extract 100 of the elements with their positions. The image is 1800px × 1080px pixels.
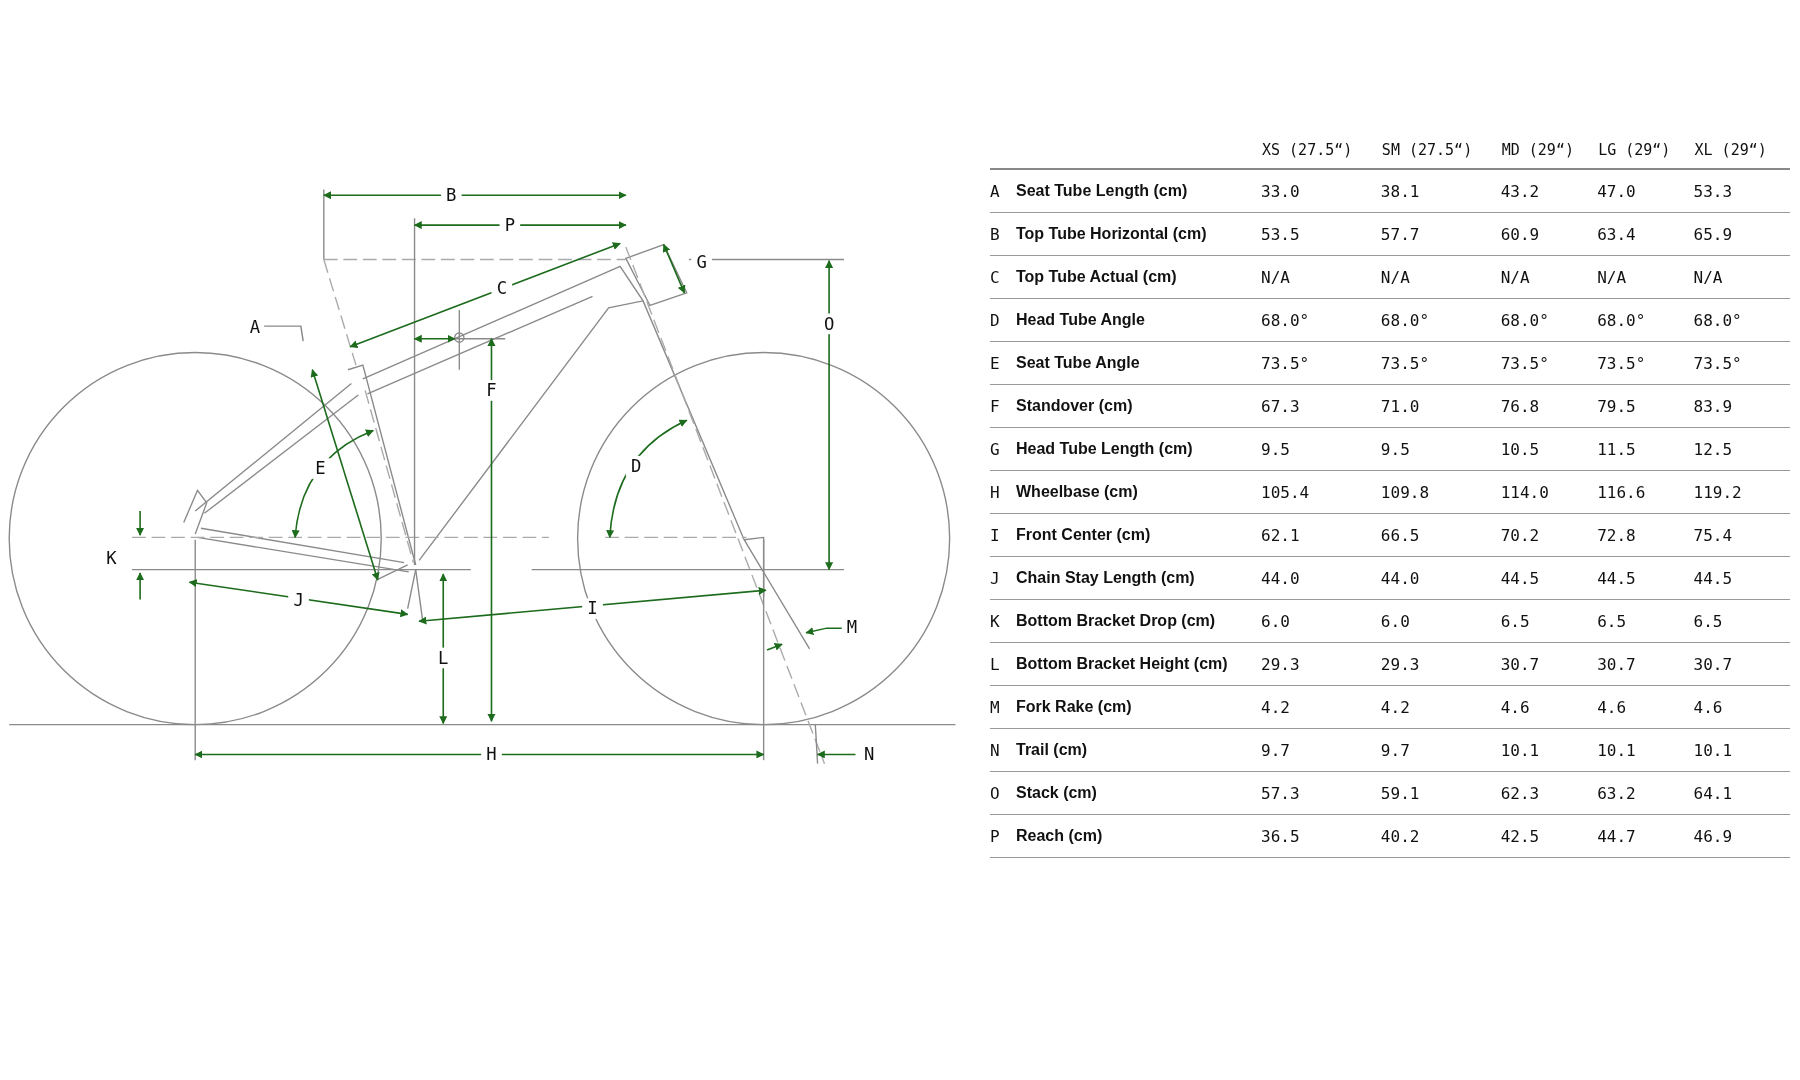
measurement-value: 30.7	[1500, 654, 1540, 674]
measurement-name: Fork Rake (cm)	[1016, 698, 1132, 715]
measurement-value: 109.8	[1380, 482, 1430, 502]
measurement-value: 9.7	[1261, 740, 1290, 760]
row-letter: L	[990, 654, 1000, 674]
measurement-name: Head Tube Angle	[1016, 311, 1145, 328]
measurement-value: 105.4	[1261, 482, 1310, 502]
measurement-value: 62.3	[1500, 783, 1540, 803]
measurement-value: 44.7	[1597, 826, 1636, 846]
measurement-value: 119.2	[1693, 482, 1742, 502]
measurement-value: 68.0°	[1597, 310, 1646, 330]
column-header: XS (27.5“)	[1261, 132, 1381, 169]
measurement-name: Head Tube Length (cm)	[1016, 440, 1193, 457]
measurement-value: 36.5	[1261, 826, 1300, 846]
measurement-value: 11.5	[1597, 439, 1636, 459]
measurement-value: 63.2	[1597, 783, 1636, 803]
dimension-letter: P	[504, 214, 516, 235]
row-letter: A	[990, 181, 1000, 201]
measurement-value: 73.5°	[1500, 353, 1549, 373]
dimension-letter: O	[823, 313, 835, 334]
row-letter: P	[990, 826, 1000, 846]
measurement-value: 30.7	[1693, 654, 1733, 674]
column-header: XL (29“)	[1693, 132, 1790, 169]
measurement-value: 83.9	[1693, 396, 1733, 416]
measurement-name: Top Tube Horizontal (cm)	[1016, 225, 1207, 242]
measurement-value: 71.0	[1380, 396, 1420, 416]
measurement-name: Seat Tube Length (cm)	[1016, 182, 1188, 199]
dimension-letter: M	[846, 616, 858, 637]
measurement-value: 6.0	[1261, 611, 1290, 631]
measurement-value: 53.5	[1261, 224, 1300, 244]
column-header: SM (27.5“)	[1380, 132, 1501, 169]
measurement-value: 75.4	[1693, 525, 1733, 545]
measurement-value: 38.1	[1380, 181, 1420, 201]
measurement-value: 42.5	[1500, 826, 1540, 846]
row-letter: H	[990, 482, 1000, 502]
measurement-value: 4.2	[1261, 697, 1290, 717]
measurement-value: 65.9	[1693, 224, 1733, 244]
measurement-value: 44.0	[1380, 568, 1420, 588]
row-letter: J	[990, 568, 1000, 588]
measurement-value: 57.3	[1261, 783, 1300, 803]
measurement-value: 63.4	[1597, 224, 1636, 244]
measurement-value: 44.5	[1693, 568, 1733, 588]
dimension-letter: B	[446, 184, 457, 205]
measurement-value: N/A	[1500, 267, 1530, 287]
dimension-letter: L	[438, 647, 449, 668]
measurement-value: 44.0	[1261, 568, 1300, 588]
row-letter: D	[990, 310, 1000, 330]
row-letter: E	[990, 353, 1000, 373]
measurement-value: N/A	[1693, 267, 1723, 287]
measurement-value: 60.9	[1500, 224, 1540, 244]
measurement-value: 62.1	[1261, 525, 1300, 545]
measurement-value: 10.1	[1597, 740, 1636, 760]
measurement-value: 6.5	[1693, 611, 1723, 631]
measurement-name: Standover (cm)	[1016, 397, 1133, 414]
dimension-letter: F	[486, 380, 497, 401]
row-letter: M	[990, 697, 1000, 717]
measurement-value: 68.0°	[1261, 310, 1310, 330]
measurement-value: 68.0°	[1693, 310, 1742, 330]
dimension-letter: C	[496, 277, 507, 298]
dimension-letter: A	[249, 317, 261, 337]
row-letter: F	[990, 396, 1000, 416]
measurement-value: 10.5	[1500, 439, 1540, 459]
measurement-value: 29.3	[1380, 654, 1420, 674]
measurement-value: 67.3	[1261, 396, 1300, 416]
row-letter: G	[990, 439, 1000, 459]
leader-arrow	[805, 627, 843, 636]
measurement-value: N/A	[1597, 267, 1627, 287]
measurement-value: 12.5	[1693, 439, 1733, 459]
measurement-value: 59.1	[1380, 783, 1420, 803]
measurement-value: 44.5	[1597, 568, 1636, 588]
dimension-letter: H	[486, 744, 497, 765]
row-letter: I	[990, 525, 1000, 545]
measurement-value: 79.5	[1597, 396, 1636, 416]
measurement-name: Chain Stay Length (cm)	[1016, 569, 1195, 586]
measurement-value: 4.6	[1500, 697, 1530, 717]
measurement-value: 68.0°	[1380, 310, 1430, 330]
column-header: LG (29“)	[1597, 132, 1694, 169]
measurement-value: 29.3	[1261, 654, 1300, 674]
dimension-letter: K	[106, 547, 117, 568]
dimension-letter: G	[696, 251, 707, 272]
measurement-value: 73.5°	[1380, 353, 1430, 373]
measurement-value: 6.5	[1597, 611, 1627, 631]
measurement-value: 44.5	[1500, 568, 1540, 588]
measurement-value: 10.1	[1693, 740, 1733, 760]
measurement-value: 46.9	[1693, 826, 1733, 846]
measurement-value: 4.2	[1380, 697, 1410, 717]
measurement-value: N/A	[1261, 267, 1290, 287]
column-header: MD (29“)	[1500, 132, 1598, 169]
measurement-value: 114.0	[1500, 482, 1549, 502]
measurement-name: Wheelbase (cm)	[1016, 483, 1138, 500]
measurement-value: 30.7	[1597, 654, 1636, 674]
measurement-value: 9.7	[1380, 740, 1410, 760]
measurement-value: 68.0°	[1500, 310, 1549, 330]
measurement-value: 57.7	[1380, 224, 1420, 244]
measurement-name: Trail (cm)	[1016, 741, 1088, 758]
measurement-value: 116.6	[1597, 482, 1646, 502]
measurement-value: 70.2	[1500, 525, 1540, 545]
row-letter: O	[990, 783, 1000, 803]
measurement-value: 4.6	[1597, 697, 1627, 717]
measurement-name: Top Tube Actual (cm)	[1016, 268, 1177, 285]
